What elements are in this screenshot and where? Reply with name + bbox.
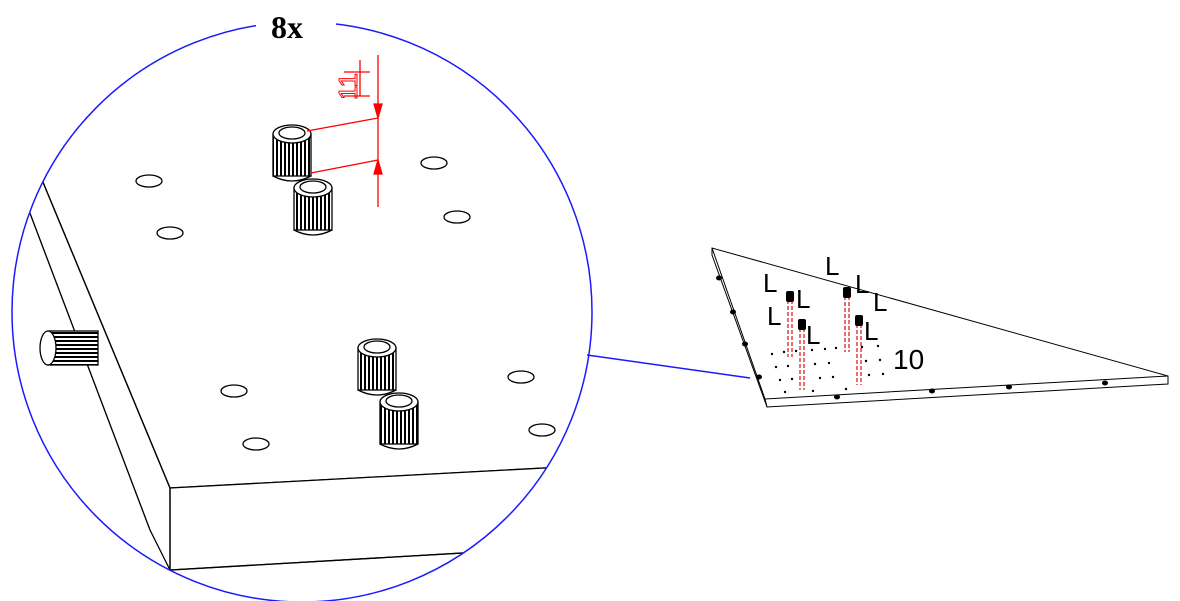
- overview-side-pins: [716, 275, 1108, 400]
- knurled-pin-side: [39, 330, 99, 366]
- part-label: L: [806, 320, 820, 350]
- part-label: L: [763, 268, 777, 298]
- knurled-pin: [379, 392, 419, 450]
- hole: [156, 226, 184, 240]
- dimension-label: 11: [333, 73, 363, 100]
- dimension-callout: [306, 55, 383, 207]
- part-label: L: [796, 284, 810, 314]
- hole: [420, 156, 448, 170]
- insert-paths: [787, 296, 862, 390]
- part-label: L: [864, 316, 878, 346]
- knurled-pin: [272, 124, 312, 182]
- part-labels: L L L L L L L L: [763, 251, 887, 350]
- part-label: L: [767, 301, 781, 331]
- plate-side-face: [27, 174, 171, 571]
- plate-holes: [135, 156, 556, 451]
- hole: [443, 210, 471, 224]
- knurled-pin: [357, 338, 397, 396]
- number-label: 10: [893, 344, 924, 375]
- overview-plate: [711, 247, 1169, 408]
- knurled-pin: [293, 178, 333, 236]
- hole: [528, 423, 556, 437]
- part-label: L: [825, 251, 839, 281]
- knurled-pins: [39, 124, 419, 450]
- hole: [507, 370, 535, 384]
- leader-line: [586, 354, 751, 379]
- quantity-label-bg: [256, 8, 336, 44]
- part-label: L: [873, 287, 887, 317]
- hole: [242, 437, 270, 451]
- hole: [135, 174, 163, 188]
- overview-holes: [770, 344, 885, 394]
- overview-pins: [786, 287, 863, 330]
- quantity-label: 8x: [271, 9, 303, 45]
- plate-front-face: [169, 464, 592, 571]
- hole: [220, 384, 248, 398]
- part-label: L: [855, 269, 869, 299]
